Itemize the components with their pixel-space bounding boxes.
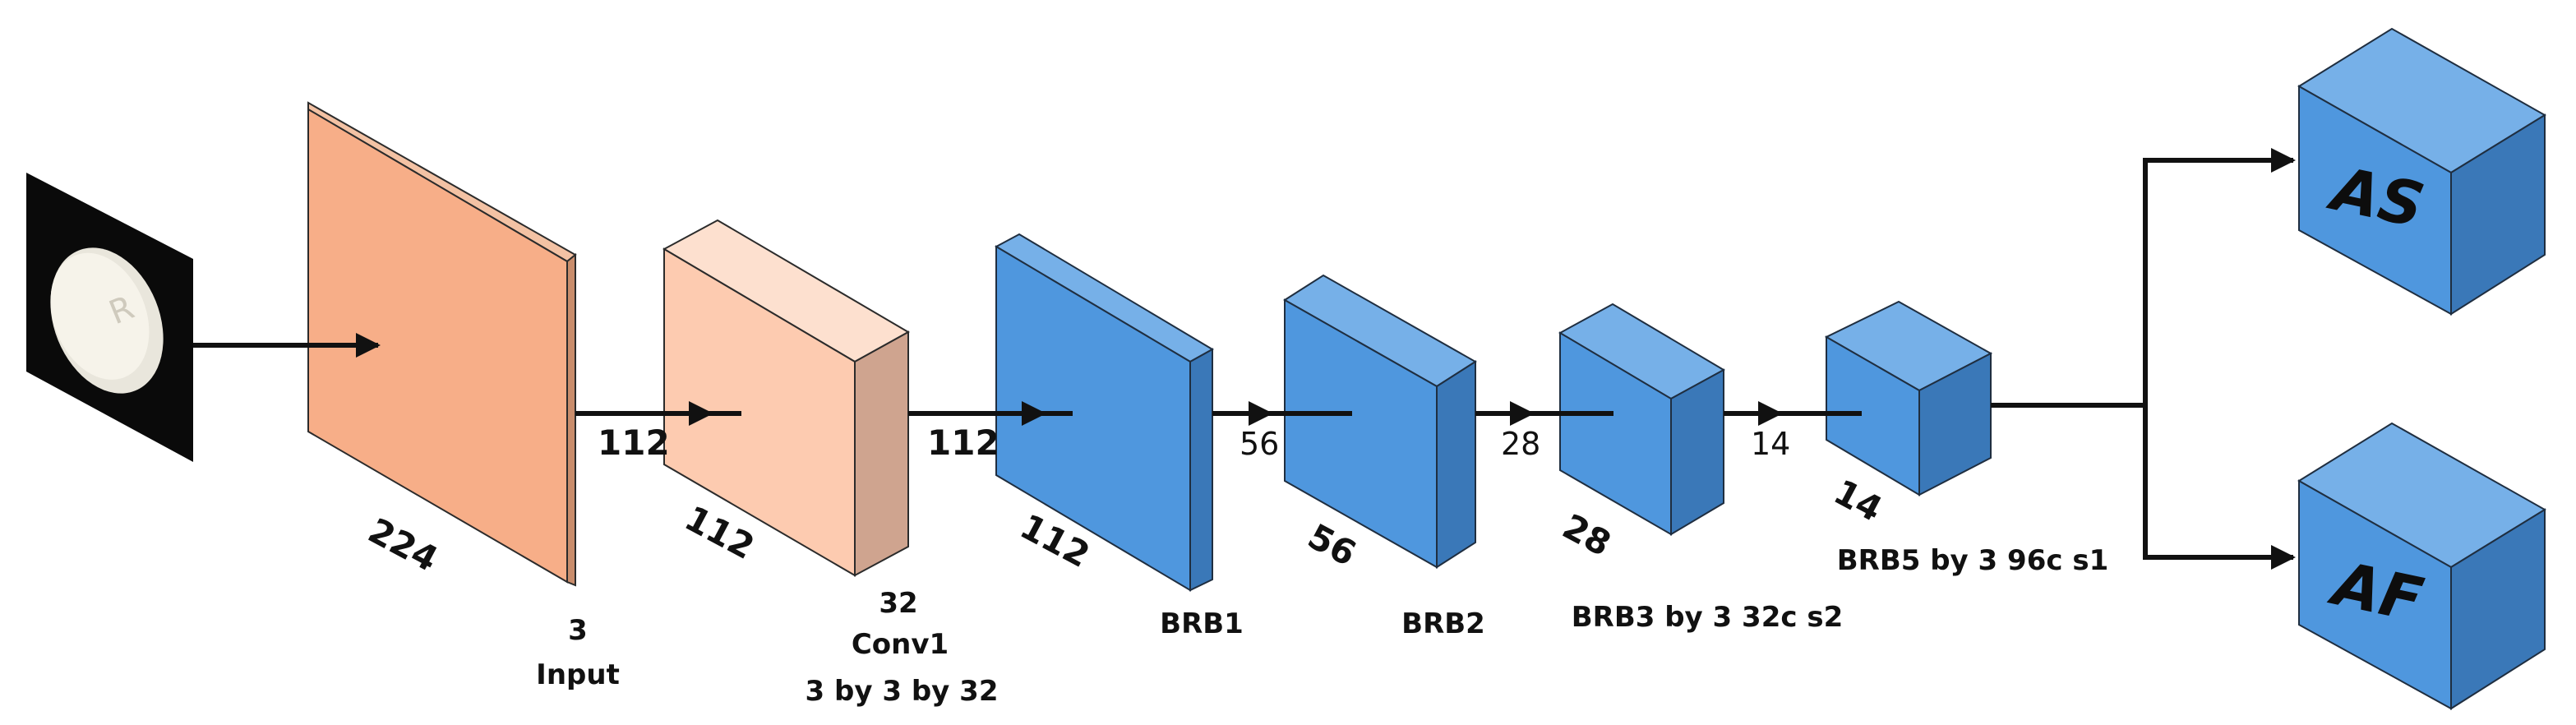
input-name-label: Input [536,658,620,691]
brb3-layer [1558,302,1726,536]
conv1-layer [662,219,911,577]
input-layer [307,101,577,587]
flow-arrows [193,148,2296,570]
input-channels-label: 3 [568,614,588,647]
brb2-dim-label: 56 [1301,516,1363,575]
input-image: R [26,173,193,462]
brb2-layer [1283,274,1477,569]
arrow-label-56: 56 [1240,426,1279,462]
input-dim-label: 224 [362,510,444,580]
output-af-block [2297,422,2546,710]
arrow-label-14: 14 [1751,426,1790,462]
brb3-name-label: BRB3 by 3 32c s2 [1572,601,1844,634]
conv1-name-label: Conv1 [852,628,949,661]
brb1-layer [994,233,1215,592]
arrow-label-28: 28 [1501,426,1540,462]
brb1-name-label: BRB1 [1160,607,1244,640]
brb5-dim-label: 14 [1827,472,1889,530]
arrow-label-112-b: 112 [927,423,999,463]
arrow-to-af [2143,405,2296,570]
arrow-label-112-a: 112 [598,423,670,463]
brb5-layer [1824,300,1993,496]
brb3-dim-label: 28 [1556,506,1618,565]
brb5-name-label: BRB5 by 3 96c s1 [1837,544,2109,577]
conv1-detail-label: 3 by 3 by 32 [806,675,999,708]
output-as-block [2297,27,2546,316]
conv1-channels-label: 32 [879,587,917,620]
arrow-to-as [2143,148,2296,405]
brb2-name-label: BRB2 [1401,607,1485,640]
